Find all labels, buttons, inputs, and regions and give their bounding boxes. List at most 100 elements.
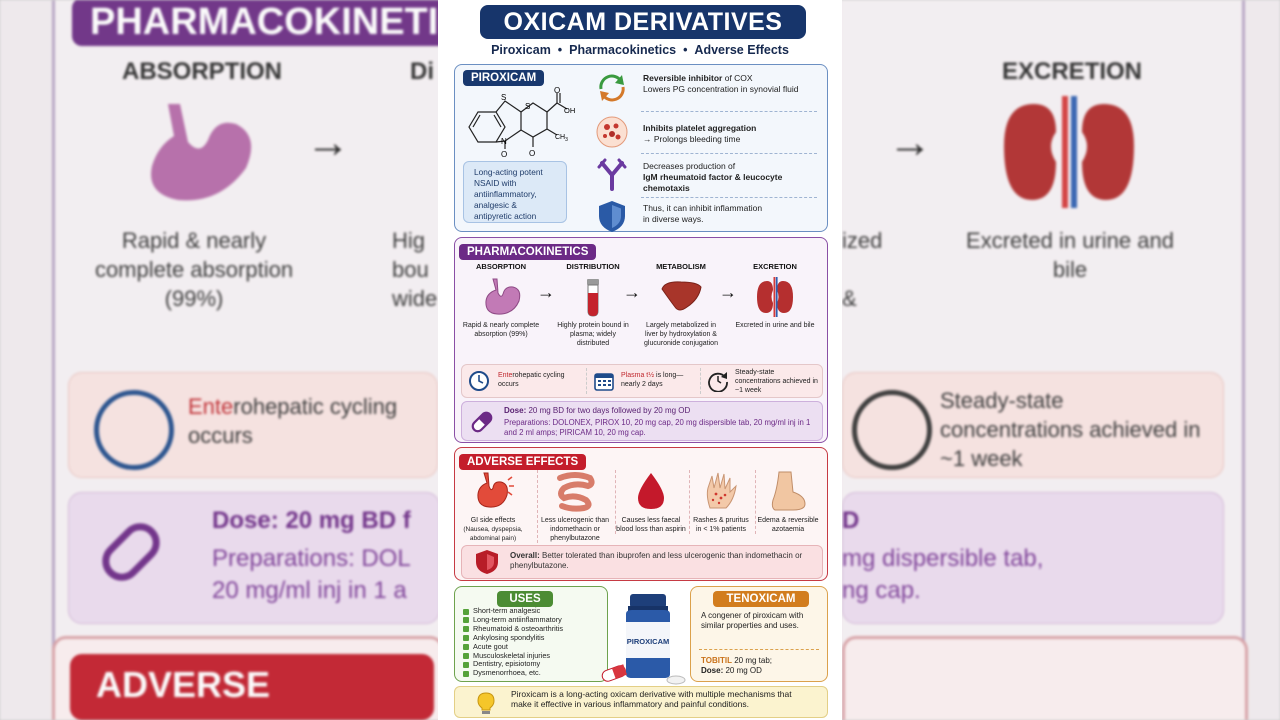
svg-text:OH: OH: [564, 106, 575, 115]
bg-excretion-text: Excreted in urine and bile: [966, 228, 1174, 282]
calendar-icon: [594, 373, 614, 391]
bg-clock-refresh-icon: [852, 390, 932, 470]
pk-excretion: EXCRETION Excreted in urine and bile: [735, 262, 815, 329]
adverse-blood-loss: Causes less faecal blood loss than aspir…: [615, 470, 686, 534]
dose-box: Dose: 20 mg BD for two days followed by …: [461, 401, 823, 441]
infographic-poster: OXICAM DERIVATIVES Piroxicam • Pharmacok…: [438, 0, 842, 720]
svg-text:O: O: [501, 150, 507, 157]
mechanism-divider: [641, 153, 817, 154]
bg-prep-text: Preparations: DOL: [212, 545, 411, 572]
svg-text:O: O: [529, 149, 535, 157]
pk-metabolism: METABOLISM Largely metabolized in liver …: [644, 262, 718, 347]
platelet-icon: [596, 116, 628, 148]
adverse-edema: Edema & reversible azotaemia: [755, 470, 820, 534]
piroxicam-tag: PIROXICAM: [463, 70, 545, 86]
tenoxicam-tag: TENOXICAM: [713, 591, 809, 607]
bg-kidney-icon: [1004, 96, 1134, 208]
bg-metabolism-amp: &: [842, 286, 857, 311]
mechanism-divider: [641, 111, 817, 112]
page-title: OXICAM DERIVATIVES: [480, 5, 806, 39]
pharmacokinetics-tag: PHARMACOKINETICS: [459, 244, 597, 260]
adverse-gi: GI side effects(Nausea, dyspepsia, abdom…: [461, 470, 525, 543]
bg-distribution-text: Hig bou wide: [392, 228, 438, 311]
adverse-ulcer: Less ulcerogenic than indomethacin or ph…: [537, 470, 612, 543]
svg-text:O: O: [554, 87, 560, 95]
rash-hand-icon: [706, 472, 737, 509]
bg-metabolism-frag: ized: [842, 228, 883, 253]
bg-dose-box-right: [842, 492, 1224, 624]
pharmacokinetics-section: PHARMACOKINETICS ABSORPTION Rapid & near…: [454, 237, 828, 443]
bg-title: PHARMACOKINETICS: [72, 0, 510, 46]
tenoxicam-text: A congener of piroxicam with similar pro…: [701, 611, 804, 630]
svg-text:S: S: [525, 102, 530, 111]
cycle-arrows-icon: [599, 74, 625, 102]
bg-dose-text: Dose: 20 mg BD f: [212, 507, 411, 534]
bg-stomach-icon: [151, 104, 252, 201]
intestine-icon: [557, 472, 595, 512]
stomach-icon: [485, 278, 521, 315]
clock-icon: [469, 371, 489, 391]
bg-adverse-title: ADVERSE EFFECTS: [70, 654, 434, 720]
list-item: Dentistry, episiotomy: [463, 660, 563, 669]
pk-distribution: DISTRIBUTION Highly protein bound in pla…: [557, 262, 629, 347]
list-item: Dysmenorrhoea, etc.: [463, 668, 563, 678]
list-item: Rheumatoid & osteoarthritis: [463, 624, 563, 634]
blood-drop-icon: [638, 473, 664, 509]
summary-box: Piroxicam is a long-acting oxicam deriva…: [454, 686, 828, 718]
pk-arrow: →: [719, 282, 737, 302]
pk-arrow: →: [537, 282, 555, 302]
half-life-fact: Plasma t½ is long— nearly 2 days: [586, 368, 697, 394]
bg-prep-right2: ng cap.: [842, 577, 921, 604]
svg-text:S: S: [501, 93, 506, 102]
mechanism-divider: [641, 197, 817, 198]
bg-adverse-panel-right: [842, 636, 1248, 720]
bg-dose-box: [68, 492, 440, 624]
medicine-bottle-icon: PIROXICAM: [601, 594, 686, 685]
bg-entero-text: Enterohepatic cycling occurs: [188, 394, 398, 448]
steady-state-fact: Steady-state concentrations achieved in …: [700, 368, 819, 394]
liver-icon: [661, 281, 702, 311]
blood-tube-icon: [587, 279, 599, 317]
tenoxicam-box: TENOXICAM A congener of piroxicam with s…: [690, 586, 828, 682]
list-item: Musculoskeletal injuries: [463, 651, 563, 661]
list-item: Ankylosing spondylitis: [463, 633, 563, 643]
svg-text:CH3: CH3: [555, 134, 568, 143]
overall-box: Overall: Better tolerated than ibuprofen…: [461, 545, 823, 579]
svg-text:PIROXICAM: PIROXICAM: [627, 637, 670, 646]
svg-text:N: N: [501, 137, 507, 146]
pk-facts-row: Enterohepatic cycling occurs Plasma t½ i…: [461, 364, 823, 398]
adverse-effects-tag: ADVERSE EFFECTS: [459, 454, 587, 470]
bg-prep-right1: mg dispersible tab,: [842, 545, 1044, 572]
swollen-foot-icon: [771, 471, 806, 511]
bg-clock-icon: [94, 390, 174, 470]
bg-capsule-icon: [102, 523, 160, 581]
uses-tag: USES: [497, 591, 553, 607]
lightbulb-icon: [477, 692, 495, 714]
uses-list: Short-term analgesic Long-term antiinfla…: [463, 606, 563, 678]
adverse-rash: Rashes & pruritus in < 1% patients: [689, 470, 752, 534]
enterohepatic-fact: Enterohepatic cycling occurs: [466, 368, 582, 394]
pk-arrow: →: [623, 282, 641, 302]
kidney-icon: [757, 277, 793, 317]
bg-steady-text: Steady-state concentrations achieved in …: [940, 388, 1201, 471]
bg-arrow-1: →: [306, 118, 350, 167]
bg-prep-text2: 20 mg/ml inj in 1 a: [212, 577, 407, 604]
tenoxicam-divider: [699, 649, 819, 650]
bg-absorption-text: Rapid & nearly complete absorption (99%): [94, 228, 294, 311]
mechanism-platelet: Inhibits platelet aggregation→ Prolongs …: [595, 115, 821, 151]
shield-icon: [476, 550, 498, 574]
uses-box: USES Short-term analgesic Long-term anti…: [454, 586, 608, 682]
piroxicam-structure-diagram: S S O OH CH3 N O O: [468, 87, 575, 157]
pk-absorption: ABSORPTION Rapid & nearly complete absor…: [462, 262, 540, 338]
bg-dose-text-right: D: [842, 507, 860, 534]
list-item: Short-term analgesic: [463, 606, 563, 616]
subtitle: Piroxicam • Pharmacokinetics • Adverse E…: [491, 43, 789, 57]
summary-text: Piroxicam is a long-acting oxicam deriva…: [511, 689, 792, 709]
piroxicam-section: PIROXICAM S S O OH CH3 N O O Long-acting…: [454, 64, 828, 232]
list-item: Acute gout: [463, 642, 563, 652]
bg-arrow-2: →: [888, 118, 932, 167]
bg-excretion-heading: EXCRETION: [1002, 58, 1143, 85]
